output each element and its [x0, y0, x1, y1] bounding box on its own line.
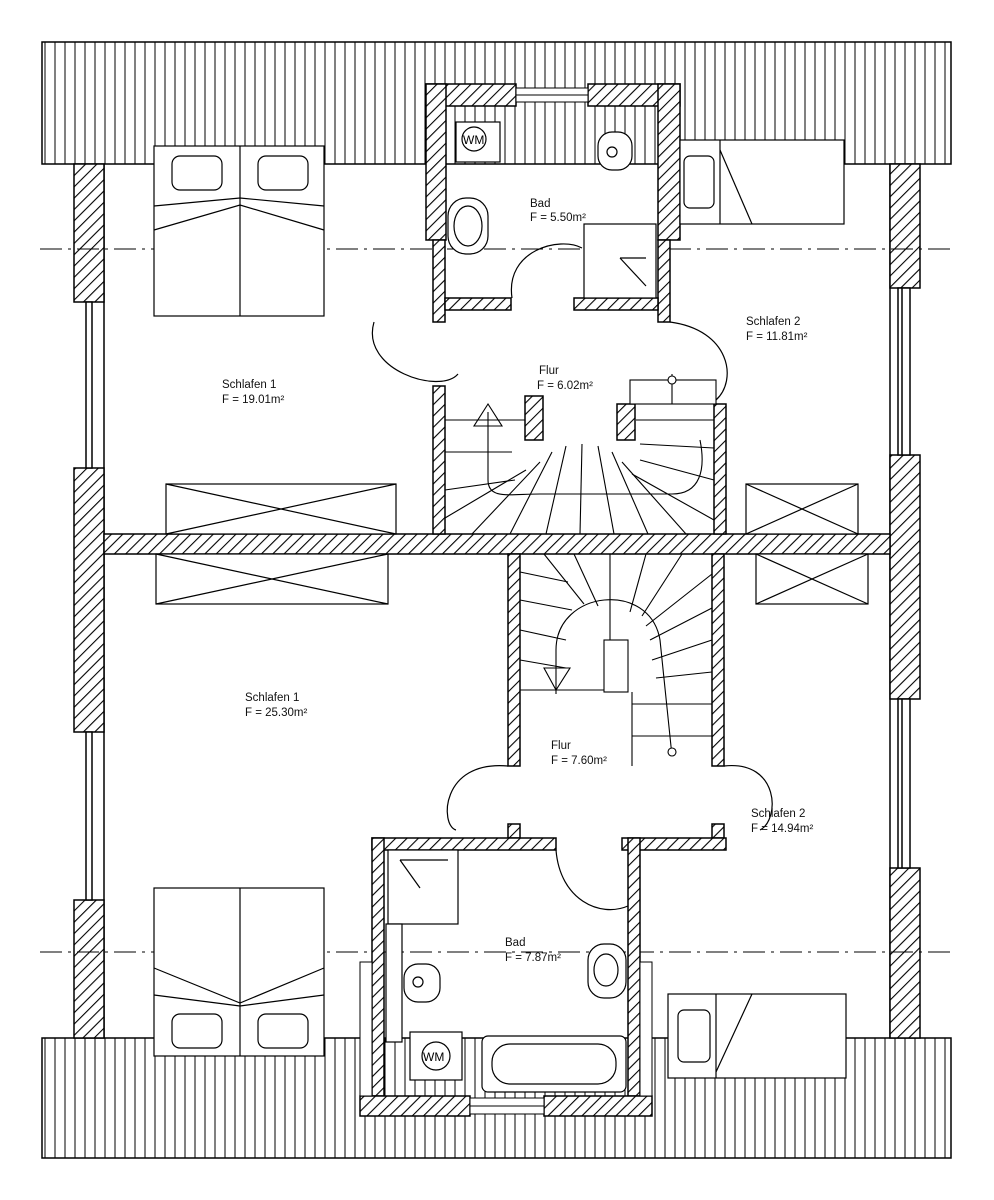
room-area-bath-lower: F = 7.87m² [505, 952, 561, 964]
room-name-hall-upper: Flur [539, 365, 559, 377]
lower-bath-walls [359, 837, 727, 1117]
single-bed-lower [667, 993, 847, 1079]
upper-bath-window [515, 87, 589, 103]
exterior-walls [73, 163, 921, 1039]
room-area-hall-upper: F = 6.02m² [537, 380, 593, 392]
room-name-bath-lower: Bad [505, 937, 525, 949]
double-bed-lower [153, 887, 325, 1057]
room-name-bath-upper: Bad [530, 198, 550, 210]
room-name-bed2-lower: Schlafen 2 [751, 808, 805, 820]
door-swings [371, 243, 773, 911]
room-area-hall-lower: F = 7.60m² [551, 755, 607, 767]
upper-bath-walls [425, 83, 681, 323]
lower-bath-fixtures [385, 849, 627, 1093]
lower-staircase [519, 553, 713, 766]
lower-bath-window [359, 961, 653, 1115]
washer-lower: WM [423, 1050, 444, 1064]
room-area-bed2-lower: F = 14.94m² [751, 823, 813, 835]
lower-stair-walls [507, 553, 725, 839]
wardrobes [155, 483, 869, 605]
upper-staircase [444, 374, 717, 535]
room-name-bed1-lower: Schlafen 1 [245, 692, 299, 704]
room-area-bath-upper: F = 5.50m² [530, 212, 586, 224]
single-bed-upper [679, 139, 845, 225]
room-name-bed1-upper: Schlafen 1 [222, 379, 276, 391]
upper-bath-fixtures [447, 121, 657, 299]
double-bed-upper [153, 145, 325, 317]
room-labels: Schlafen 1 F = 19.01m² Flur F = 6.02m² B… [222, 198, 813, 964]
room-name-bed2-upper: Schlafen 2 [746, 316, 800, 328]
room-name-hall-lower: Flur [551, 740, 571, 752]
middle-wall [103, 533, 891, 555]
room-area-bed2-upper: F = 11.81m² [746, 331, 808, 343]
room-area-bed1-upper: F = 19.01m² [222, 394, 284, 406]
room-area-bed1-lower: F = 25.30m² [245, 707, 307, 719]
upper-stair-walls [432, 385, 727, 535]
washer-upper: WM [463, 133, 484, 147]
